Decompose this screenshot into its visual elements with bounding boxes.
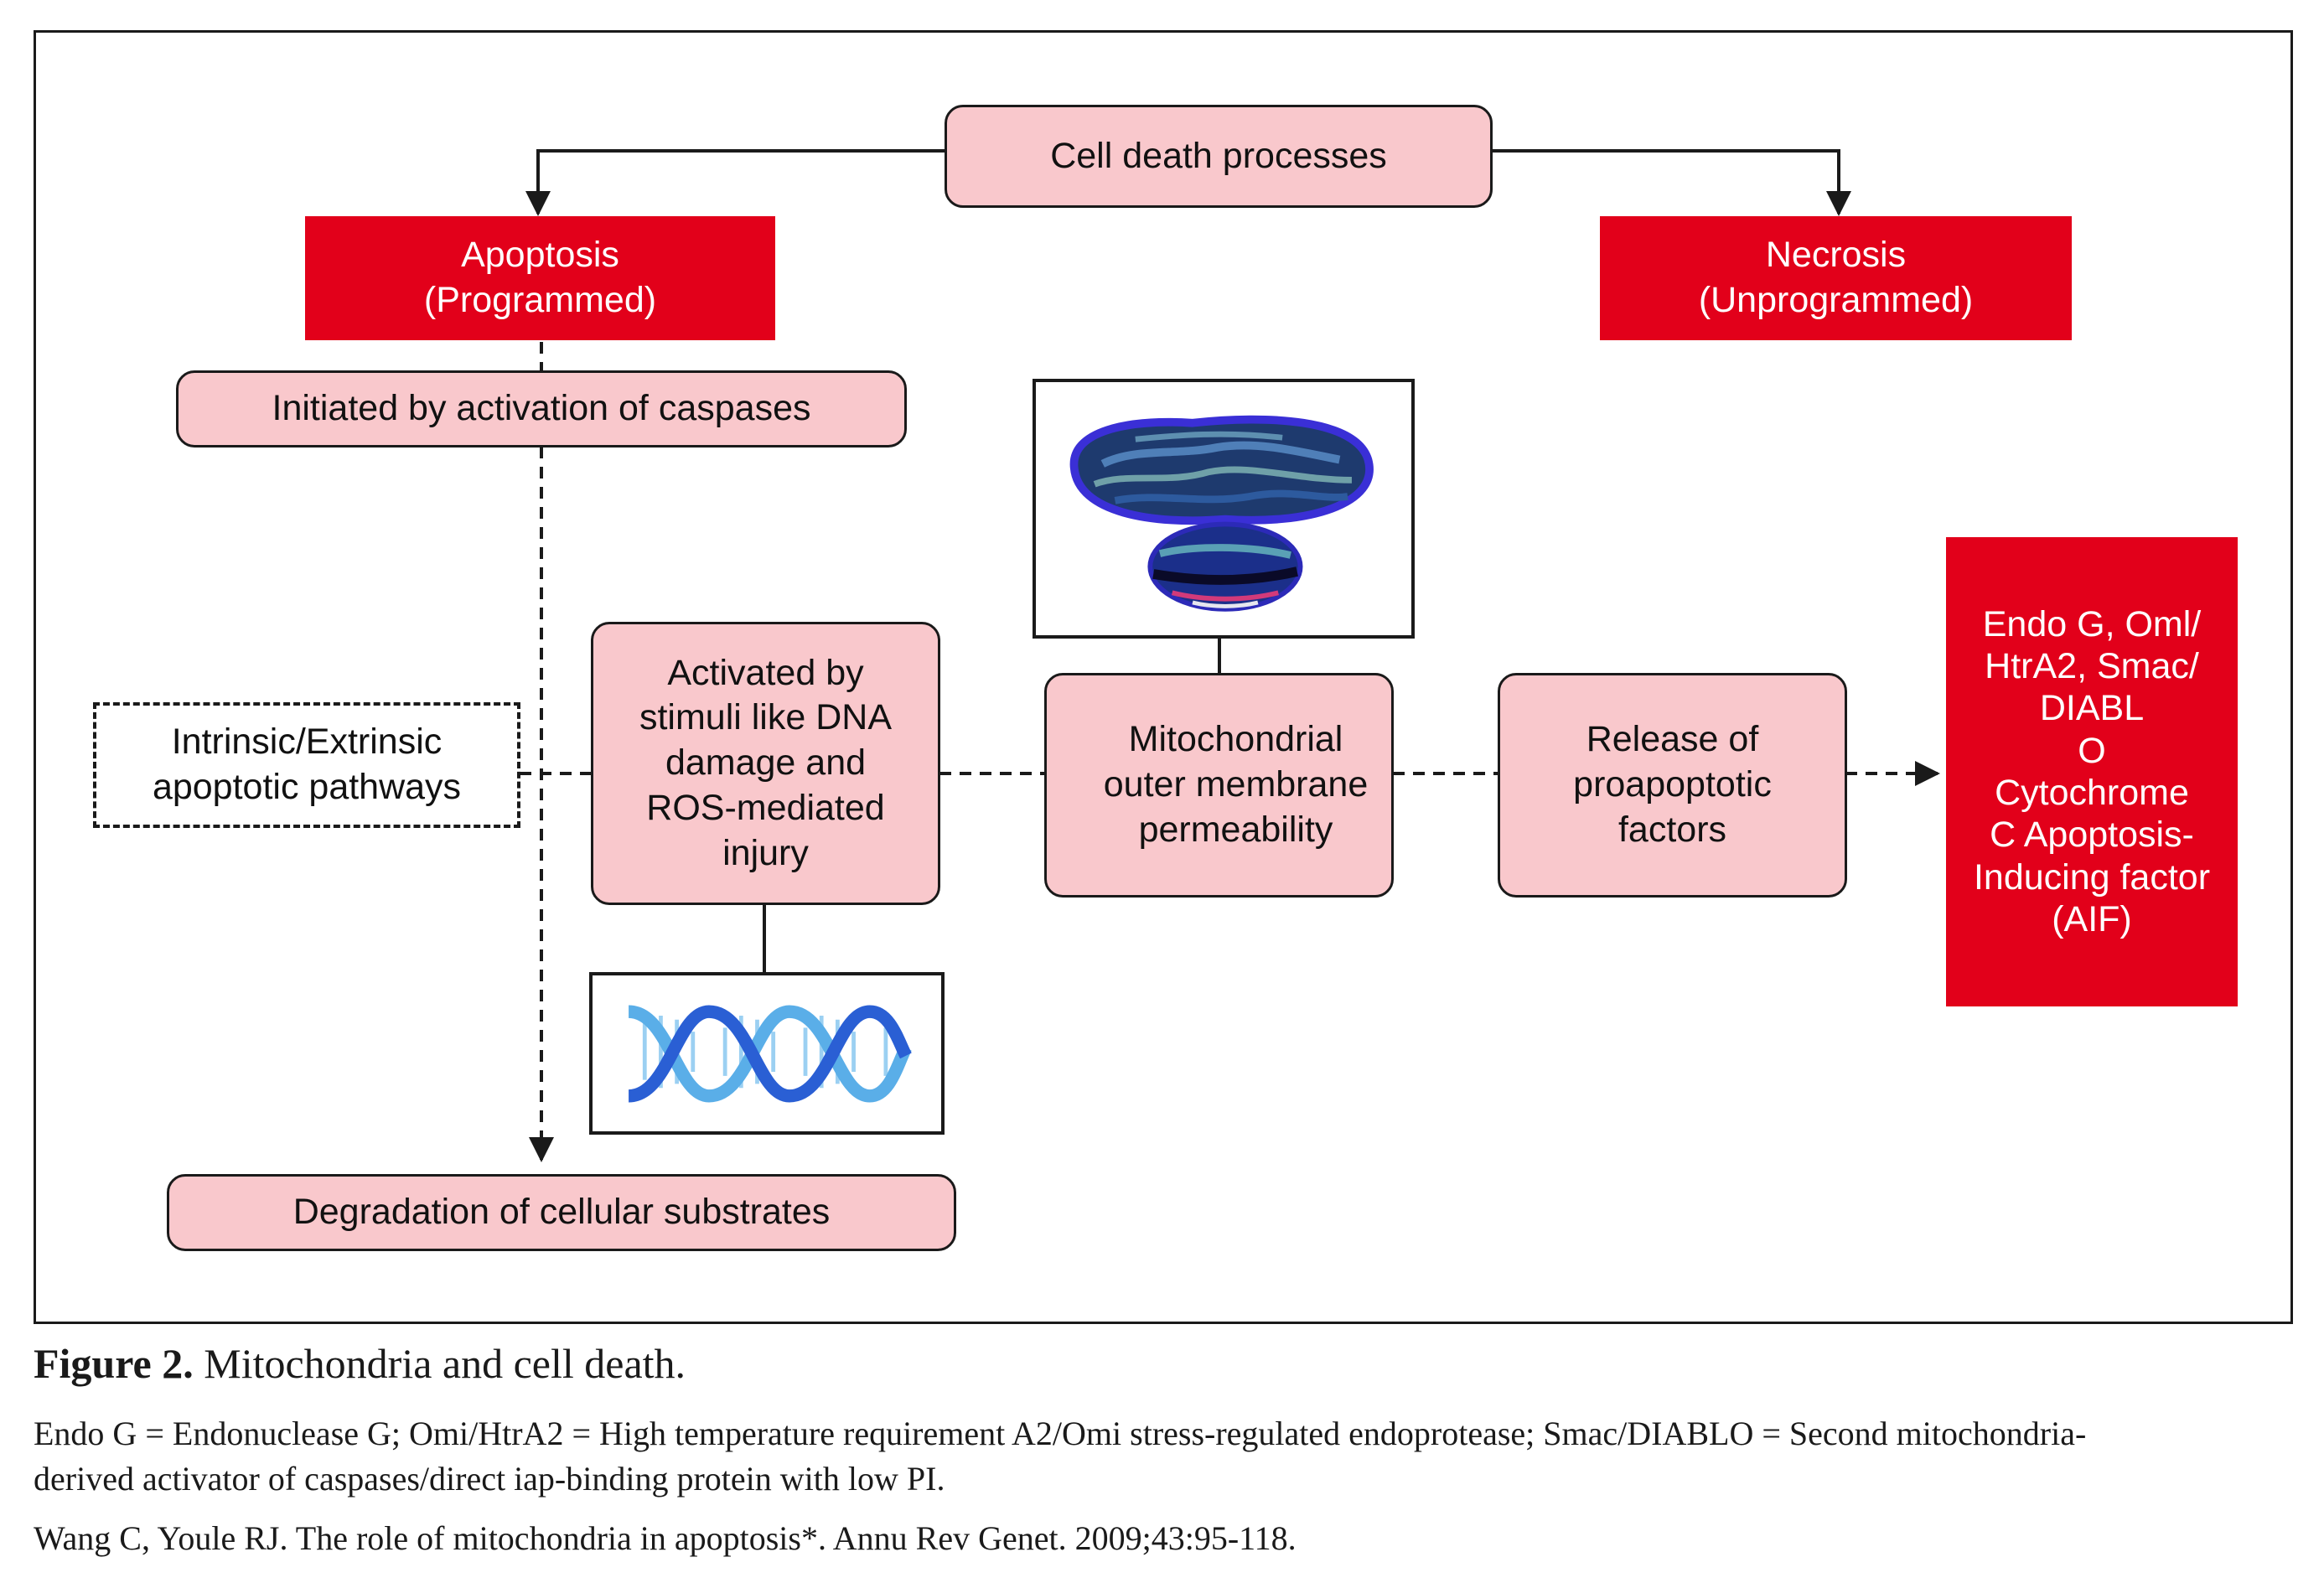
figure-abbreviations: Endo G = Endonuclease G; Omi/HtrA2 = Hig… xyxy=(34,1411,2296,1502)
mitochondrial-label-line3: permeability xyxy=(1138,809,1333,850)
activated-label-line5: injury xyxy=(722,832,809,873)
factors-label-line7: Inducing factor xyxy=(1973,856,2211,898)
apoptosis-label: Apoptosis xyxy=(461,235,619,276)
activated-by-stimuli-box: Activated by stimuli like DNA damage and… xyxy=(591,622,940,905)
factors-label-line2: HtrA2, Smac/ xyxy=(1985,646,2199,687)
arrow-root-to-necrosis xyxy=(1492,149,1851,216)
cell-death-processes-label: Cell death processes xyxy=(1050,135,1387,176)
release-label-line3: factors xyxy=(1617,809,1727,850)
factors-label-line4: O xyxy=(2078,730,2106,771)
factors-label-line5: Cytochrome xyxy=(1995,773,2189,813)
figure-caption-title: Figure 2. Mitochondria and cell death. xyxy=(34,1339,686,1388)
release-label-line1: Release of xyxy=(1586,719,1759,760)
degradation-label: Degradation of cellular substrates xyxy=(292,1192,831,1233)
abbreviations-line1: Endo G = Endonuclease G; Omi/HtrA2 = Hig… xyxy=(34,1415,2087,1452)
activated-label-line1: Activated by xyxy=(667,652,864,693)
pathways-label-line2: apoptotic pathways xyxy=(152,767,462,807)
factors-label-line1: Endo G, Oml/ xyxy=(1982,603,2202,644)
figure-label: Figure 2. xyxy=(34,1340,194,1387)
mitochondrial-label-line2: outer membrane xyxy=(1103,764,1369,805)
activated-label-line3: damage and xyxy=(665,742,867,784)
release-label-line2: proapoptotic xyxy=(1573,764,1772,805)
activated-label-line2: stimuli like DNA xyxy=(639,697,893,738)
necrosis-box: Necrosis (Unprogrammed) xyxy=(1600,216,2072,340)
dna-helix-illustration-icon xyxy=(628,1005,912,1103)
figure-title: Mitochondria and cell death. xyxy=(204,1340,686,1387)
apoptosis-sublabel: (Programmed) xyxy=(423,280,657,320)
arrow-root-to-apoptosis xyxy=(525,149,947,216)
necrosis-label: Necrosis xyxy=(1765,235,1907,276)
initiated-by-caspases-box: Initiated by activation of caspases xyxy=(176,370,907,447)
degradation-box: Degradation of cellular substrates xyxy=(167,1174,956,1251)
pathways-label-line1: Intrinsic/Extrinsic xyxy=(171,722,443,763)
factors-label-line8: (AIF) xyxy=(2052,898,2132,939)
mitochondrial-label-line1: Mitochondrial xyxy=(1128,719,1343,760)
cell-death-processes-box: Cell death processes xyxy=(945,105,1493,208)
reference-text: Wang C, Youle RJ. The role of mitochondr… xyxy=(34,1519,1297,1557)
necrosis-sublabel: (Unprogrammed) xyxy=(1698,280,1974,320)
mitochondria-illustration-icon xyxy=(1069,415,1374,612)
factors-label-line3: DIABL xyxy=(2039,688,2145,729)
factors-label-line6: C Apoptosis- xyxy=(1990,815,2194,856)
mitochondria-image-frame xyxy=(1033,379,1415,639)
diagram-frame xyxy=(34,30,2293,1324)
apoptosis-box: Apoptosis (Programmed) xyxy=(305,216,775,340)
initiated-by-caspases-label: Initiated by activation of caspases xyxy=(272,388,811,429)
mitochondrial-permeability-box: Mitochondrial outer membrane permeabilit… xyxy=(1044,673,1394,898)
abbreviations-line2: derived activator of caspases/direct iap… xyxy=(34,1460,945,1498)
proapoptotic-factors-box: Endo G, Oml/ HtrA2, Smac/ DIABL O Cytoch… xyxy=(1946,537,2238,1006)
figure-reference: Wang C, Youle RJ. The role of mitochondr… xyxy=(34,1518,1297,1558)
release-factors-box: Release of proapoptotic factors xyxy=(1498,673,1847,898)
activated-label-line4: ROS-mediated xyxy=(646,787,885,828)
apoptotic-pathways-box: Intrinsic/Extrinsic apoptotic pathways xyxy=(93,702,520,828)
dna-image-frame xyxy=(589,972,945,1135)
